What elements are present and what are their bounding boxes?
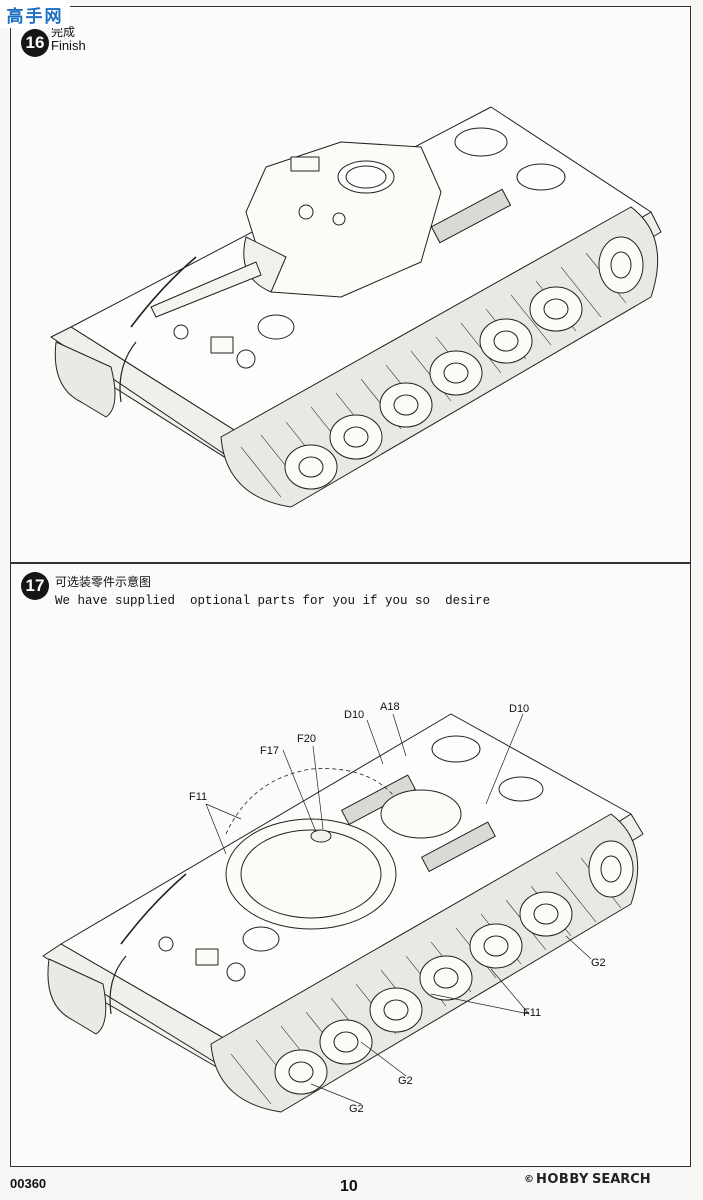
step-16-title-en: Finish xyxy=(51,38,86,53)
callout-f17: F17 xyxy=(260,745,279,757)
callout-g2-middle: G2 xyxy=(398,1075,413,1087)
step-16-panel: 16 完成 Finish xyxy=(10,6,691,563)
hobby-search-logo: © HOBBY SEARCH xyxy=(524,1172,654,1187)
tank-finish-illustration xyxy=(50,106,662,508)
watermark-logo: 高手网 xyxy=(0,0,70,28)
callout-d10-right: D10 xyxy=(509,703,529,715)
logo-brand: HOBBY xyxy=(536,1172,589,1187)
step-17-title-cn: 可选装零件示意图 xyxy=(55,575,152,589)
step-16-badge: 16 xyxy=(21,29,49,57)
page-number: 10 xyxy=(340,1178,358,1195)
callout-a18: A18 xyxy=(380,701,400,713)
callout-d10-left: D10 xyxy=(344,709,364,721)
callout-f11-bottom: F11 xyxy=(523,1007,541,1019)
logo-search-word: SEARCH xyxy=(591,1172,651,1187)
tank-optional-parts-illustration: D10 A18 D10 F17 F20 F11 G2 F11 G2 G2 xyxy=(42,701,644,1115)
step-17-badge: 17 xyxy=(21,572,49,600)
callout-g2-bottom: G2 xyxy=(349,1103,364,1115)
product-code: 00360 xyxy=(10,1176,47,1191)
callout-f20: F20 xyxy=(297,733,316,745)
step-16-title-cn: 完成 xyxy=(51,25,76,39)
copyright-mark: © xyxy=(524,1174,534,1185)
step-17-title-en: We have supplied optional parts for you … xyxy=(55,594,491,608)
step-17-panel: 17 可选装零件示意图 We have supplied optional pa… xyxy=(10,563,691,1167)
callout-g2-right: G2 xyxy=(591,957,606,969)
callout-f11-top: F11 xyxy=(189,791,207,803)
